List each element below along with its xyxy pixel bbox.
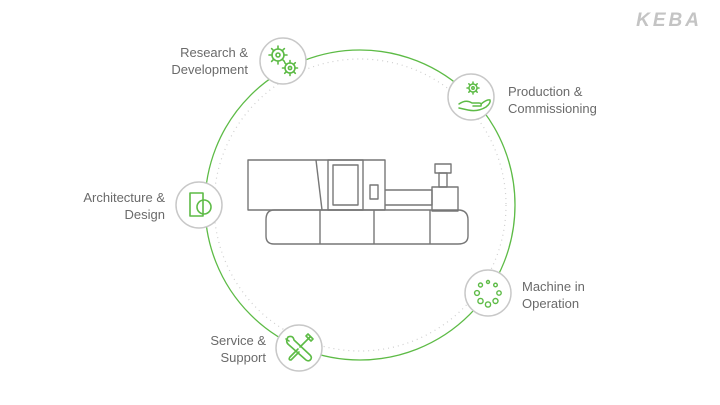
stage-node-machine[interactable] bbox=[464, 269, 512, 317]
stage-label-architecture: Architecture & Design bbox=[83, 189, 165, 223]
stage-label-machine-line2: Operation bbox=[522, 296, 580, 311]
hand-gear-icon bbox=[458, 81, 491, 112]
stage-label-service-line1: Service & bbox=[210, 333, 266, 348]
stage-label-service: Service & Support bbox=[210, 332, 266, 366]
inner-dotted-ring bbox=[213, 58, 507, 352]
stage-label-production: Production & Commissioning bbox=[508, 83, 597, 117]
shape-design-icon bbox=[189, 192, 212, 217]
keba-logo: KEBA bbox=[636, 10, 702, 31]
stage-node-production[interactable] bbox=[447, 73, 495, 121]
stage-node-service[interactable] bbox=[275, 324, 323, 372]
stage-label-architecture-line2: Design bbox=[124, 207, 165, 222]
stage-label-machine-line1: Machine in bbox=[522, 279, 585, 294]
tools-icon bbox=[285, 333, 314, 362]
stage-label-service-line2: Support bbox=[220, 350, 266, 365]
stage-label-research: Research & Development bbox=[171, 44, 248, 78]
dotted-circle-icon bbox=[473, 279, 502, 308]
stage-label-architecture-line1: Architecture & bbox=[83, 190, 165, 205]
stage-node-research[interactable] bbox=[259, 37, 307, 85]
gears-icon bbox=[268, 45, 299, 77]
stage-label-production-line1: Production & bbox=[508, 84, 583, 99]
stage-label-research-line2: Development bbox=[171, 62, 248, 77]
stage-label-research-line1: Research & bbox=[180, 45, 248, 60]
injection-molding-machine-icon bbox=[247, 159, 469, 245]
stage-label-production-line2: Commissioning bbox=[508, 101, 597, 116]
stage-node-architecture[interactable] bbox=[175, 181, 223, 229]
stage-label-machine: Machine in Operation bbox=[522, 278, 585, 312]
